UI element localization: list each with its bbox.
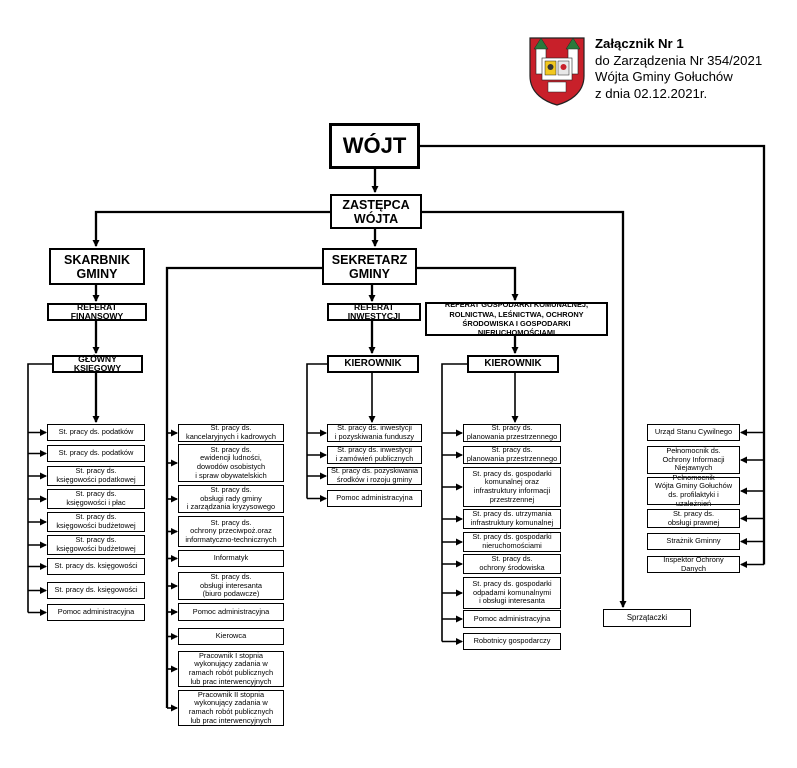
finanse-item: St. pracy ds. księgowości podatkowej [47,466,145,486]
referat-finansowy-box: REFERAT FINANSOWY [47,303,147,321]
inwestycje-item: Pomoc administracyjna [327,490,422,507]
finanse-item: St. pracy ds. księgowości i płac [47,489,145,509]
attachment-subtitle: do Zarządzenia Nr 354/2021 Wójta Gminy G… [595,52,763,101]
inwestycje-item: St. pracy ds. inwestycji i pozyskiwania … [327,424,422,442]
sekretarz-staff-item: Kierowca [178,628,284,645]
sekretarz-staff-item: Pracownik I stopnia wykonujący zadania w… [178,651,284,687]
wojt-staff-item: Pełnomocnik ds. Ochrony Informacji Nieja… [647,446,740,474]
gospodarka-item: St. pracy ds. gospodarki komunalnej oraz… [463,467,561,507]
gospodarka-item: St. pracy ds. gospodarki odpadami komuna… [463,577,561,609]
gospodarka-item: St. pracy ds. utrzymania infrastruktury … [463,509,561,529]
skarbnik-box: SKARBNIK GMINY [49,248,145,285]
wojt-staff-item: Strażnik Gminny [647,533,740,550]
sekretarz-staff-item: Pomoc administracyjna [178,603,284,621]
sekretarz-staff-item: St. pracy ds. obsługi rady gminy i zarzą… [178,485,284,513]
attachment-title: Załącznik Nr 1 [595,36,684,51]
wojt-staff-item: Inspektor Ochrony Danych [647,555,740,573]
finanse-item: St. pracy ds. księgowości [47,582,145,599]
referat-inwestycji-box: REFERAT INWESTYCJI [327,303,421,321]
finanse-item: St. pracy ds. księgowości budżetowej [47,512,145,532]
sekretarz-staff-item: St. pracy ds. ochrony przeciwpoż.oraz in… [178,516,284,547]
inwestycje-item: St. pracy ds. inwestycji i zamówień publ… [327,446,422,464]
wojt-staff-item: Urząd Stanu Cywilnego [647,424,740,441]
finanse-item: St. pracy ds. księgowości [47,558,145,575]
sekretarz-box: SEKRETARZ GMINY [322,248,417,285]
kierownik-inwestycji-box: KIEROWNIK [327,355,419,373]
finanse-item: St. pracy ds. podatków [47,445,145,462]
sekretarz-staff-item: St. pracy ds. obsługi interesanta (biuro… [178,572,284,600]
gospodarka-item: St. pracy ds. ochrony środowiska [463,554,561,574]
wojt-box: WÓJT [329,123,420,169]
sekretarz-staff-item: Informatyk [178,550,284,567]
sekretarz-staff-item: Pracownik II stopnia wykonujący zadania … [178,690,284,726]
glowny-ksiegowy-box: GŁÓWNY KSIĘGOWY [52,355,143,373]
gospodarka-item: Pomoc administracyjna [463,610,561,628]
inwestycje-item: St. pracy ds. pozyskiwania środków i roz… [327,467,422,485]
wojt-staff-item: Pełnomocnik Wójta Gminy Gołuchów ds. pro… [647,473,740,507]
sprzataczki-box: Sprzątaczki [603,609,691,627]
sekretarz-staff-item: St. pracy ds. kancelaryjnych i kadrowych [178,424,284,442]
gospodarka-item: St. pracy ds. planowania przestrzennego [463,424,561,442]
coat-of-arms-logo [529,37,585,106]
gospodarka-item: Robotnicy gospodarczy [463,633,561,650]
kierownik-gospodarki-box: KIEROWNIK [467,355,559,373]
referat-gospodarki-box: REFERAT GOSPODARKI KOMUNALNEJ, ROLNICTWA… [425,300,608,337]
zastepca-box: ZASTĘPCA WÓJTA [330,194,422,229]
gospodarka-item: St. pracy ds. planowania przestrzennego [463,446,561,464]
finanse-item: St. pracy ds. podatków [47,424,145,441]
wojt-staff-item: St. pracy ds. obsługi prawnej [647,509,740,528]
sekretarz-staff-item: St. pracy ds. ewidencji ludności, dowodó… [178,444,284,482]
finanse-item: Pomoc administracyjna [47,604,145,621]
finanse-item: St. pracy ds. księgowości budżetowej [47,535,145,555]
gospodarka-item: St. pracy ds. gospodarki nieruchomościam… [463,532,561,552]
document-header: Załącznik Nr 1 do Zarządzenia Nr 354/202… [595,36,762,102]
